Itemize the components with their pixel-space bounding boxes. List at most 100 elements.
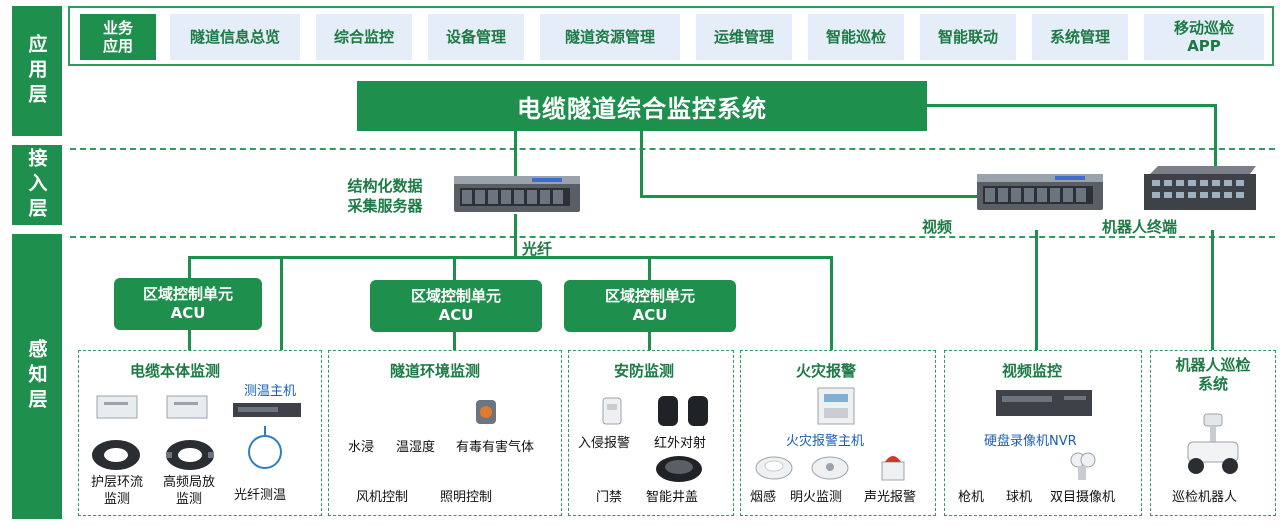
nvr-icon (996, 390, 1092, 416)
layer-tab-access: 接入层 (12, 145, 62, 225)
fiber-coil-icon (248, 426, 282, 469)
panel-title: 电缆本体监测 (130, 362, 221, 380)
connector-line (188, 330, 191, 352)
nvr-label: 硬盘录像机NVR (984, 434, 1077, 449)
connector-line (280, 256, 283, 376)
inspection-robot-icon (1187, 413, 1239, 474)
access-control-label: 门禁 (596, 490, 623, 505)
layer-divider (70, 236, 1275, 238)
acu-box-1: 区域控制单元 ACU (114, 278, 262, 330)
module-smart-inspection[interactable]: 智能巡检 (808, 14, 904, 60)
acu-label: 区域控制单元 (410, 287, 501, 305)
module-tunnel-overview[interactable]: 隧道信息总览 (170, 14, 300, 60)
connector-line (648, 332, 651, 352)
toxic-gas-label: 有毒有害气体 (456, 440, 535, 455)
connector-line (514, 131, 517, 181)
layer-divider (70, 148, 1275, 150)
smart-manhole-icon (656, 456, 702, 482)
fire-alarm-host-label: 火灾报警主机 (786, 434, 865, 449)
business-app-label: 业务 应用 (80, 14, 156, 60)
robot-terminal-label: 机器人终端 (1102, 218, 1178, 236)
fiber-bus-line (188, 256, 832, 259)
application-module-bar: 业务 应用 隧道信息总览 综合监控 设备管理 隧道资源管理 运维管理 智能巡检 … (68, 6, 1274, 66)
layer-label: 接入层 (25, 147, 48, 223)
module-tunnel-resources[interactable]: 隧道资源管理 (540, 14, 680, 60)
connector-line (514, 214, 517, 258)
panel-title: 隧道环境监测 (390, 362, 481, 380)
panel-title: 安防监测 (614, 362, 675, 380)
panel-title: 火灾报警 (796, 362, 857, 380)
system-title: 电缆隧道综合监控系统 (357, 81, 927, 131)
flame-detector-icon (811, 456, 849, 480)
panel-environment-monitoring (328, 350, 562, 516)
acu-box-2: 区域控制单元 ACU (370, 280, 542, 332)
panel-security-monitoring (568, 350, 734, 516)
connector-line (640, 195, 985, 198)
smoke-detector-icon (755, 456, 793, 480)
connector-line (927, 104, 1217, 107)
fan-control-label: 风机控制 (356, 490, 409, 505)
gas-detector-icon (476, 400, 496, 424)
partial-discharge-label: 高频局放 监测 (162, 475, 215, 507)
infrared-beam-label: 红外对射 (654, 436, 707, 451)
gun-camera-label: 枪机 (958, 490, 985, 505)
water-leak-label: 水浸 (348, 440, 375, 455)
binocular-camera-icon (1070, 452, 1096, 480)
layer-label: 感知层 (25, 339, 48, 414)
robot-terminal-icon (1144, 166, 1256, 210)
panel-title: 视频监控 (1002, 362, 1063, 380)
temp-humidity-label: 温湿度 (396, 440, 436, 455)
temp-host-label: 测温主机 (244, 384, 297, 399)
sensor-box-icon (166, 395, 208, 419)
smart-manhole-label: 智能井盖 (646, 490, 699, 505)
binocular-camera-label: 双目摄像机 (1050, 490, 1116, 505)
acu-code: ACU (438, 306, 474, 324)
connector-line (640, 131, 643, 197)
module-operations[interactable]: 运维管理 (696, 14, 792, 60)
video-server-icon (977, 174, 1103, 210)
module-integrated-monitoring[interactable]: 综合监控 (316, 14, 412, 60)
pd-sensor-icon (166, 440, 214, 470)
panel-video-monitoring (944, 350, 1142, 516)
module-mobile-app[interactable]: 移动巡检 APP (1144, 14, 1264, 60)
infrared-beam-icon (658, 396, 708, 426)
sensor-box-icon (96, 395, 138, 419)
flame-detection-label: 明火监测 (790, 490, 843, 505)
acu-code: ACU (632, 306, 668, 324)
smoke-detector-label: 烟感 (750, 490, 777, 505)
connector-line (1035, 230, 1038, 352)
module-device-management[interactable]: 设备管理 (428, 14, 524, 60)
temp-host-icon (233, 403, 301, 417)
video-label: 视频 (922, 218, 953, 236)
current-clamp-icon (92, 440, 140, 470)
fiber-temp-label: 光纤测温 (234, 488, 287, 503)
acu-label: 区域控制单元 (604, 287, 695, 305)
lighting-control-label: 照明控制 (440, 490, 493, 505)
connector-line (453, 332, 456, 352)
inspection-robot-label: 巡检机器人 (1172, 490, 1238, 505)
data-server-label: 结构化数据 采集服务器 (347, 177, 423, 215)
acu-code: ACU (170, 304, 206, 322)
intrusion-alarm-label: 入侵报警 (578, 436, 631, 451)
layer-tab-perception: 感知层 (12, 234, 62, 519)
fire-alarm-host-icon (817, 387, 855, 425)
panel-fire-alarm (740, 350, 936, 516)
connector-line (1211, 230, 1214, 352)
sound-light-alarm-label: 声光报警 (864, 490, 917, 505)
connector-line (830, 256, 833, 352)
module-smart-linkage[interactable]: 智能联动 (920, 14, 1016, 60)
connector-line (648, 256, 651, 280)
layer-label: 应用层 (25, 33, 48, 109)
module-system-management[interactable]: 系统管理 (1032, 14, 1128, 60)
connector-line (188, 256, 191, 278)
fiber-label: 光纤 (522, 240, 553, 258)
data-server-icon (454, 176, 580, 212)
layer-tab-application: 应用层 (12, 6, 62, 136)
connector-line (453, 256, 456, 280)
dome-camera-label: 球机 (1006, 490, 1033, 505)
panel-title: 机器人巡检 系统 (1175, 356, 1251, 393)
panel-cable-monitoring (78, 350, 322, 516)
sound-light-alarm-icon (881, 456, 905, 481)
connector-line (1214, 104, 1217, 174)
sheath-current-label: 护层环流 监测 (90, 475, 143, 507)
